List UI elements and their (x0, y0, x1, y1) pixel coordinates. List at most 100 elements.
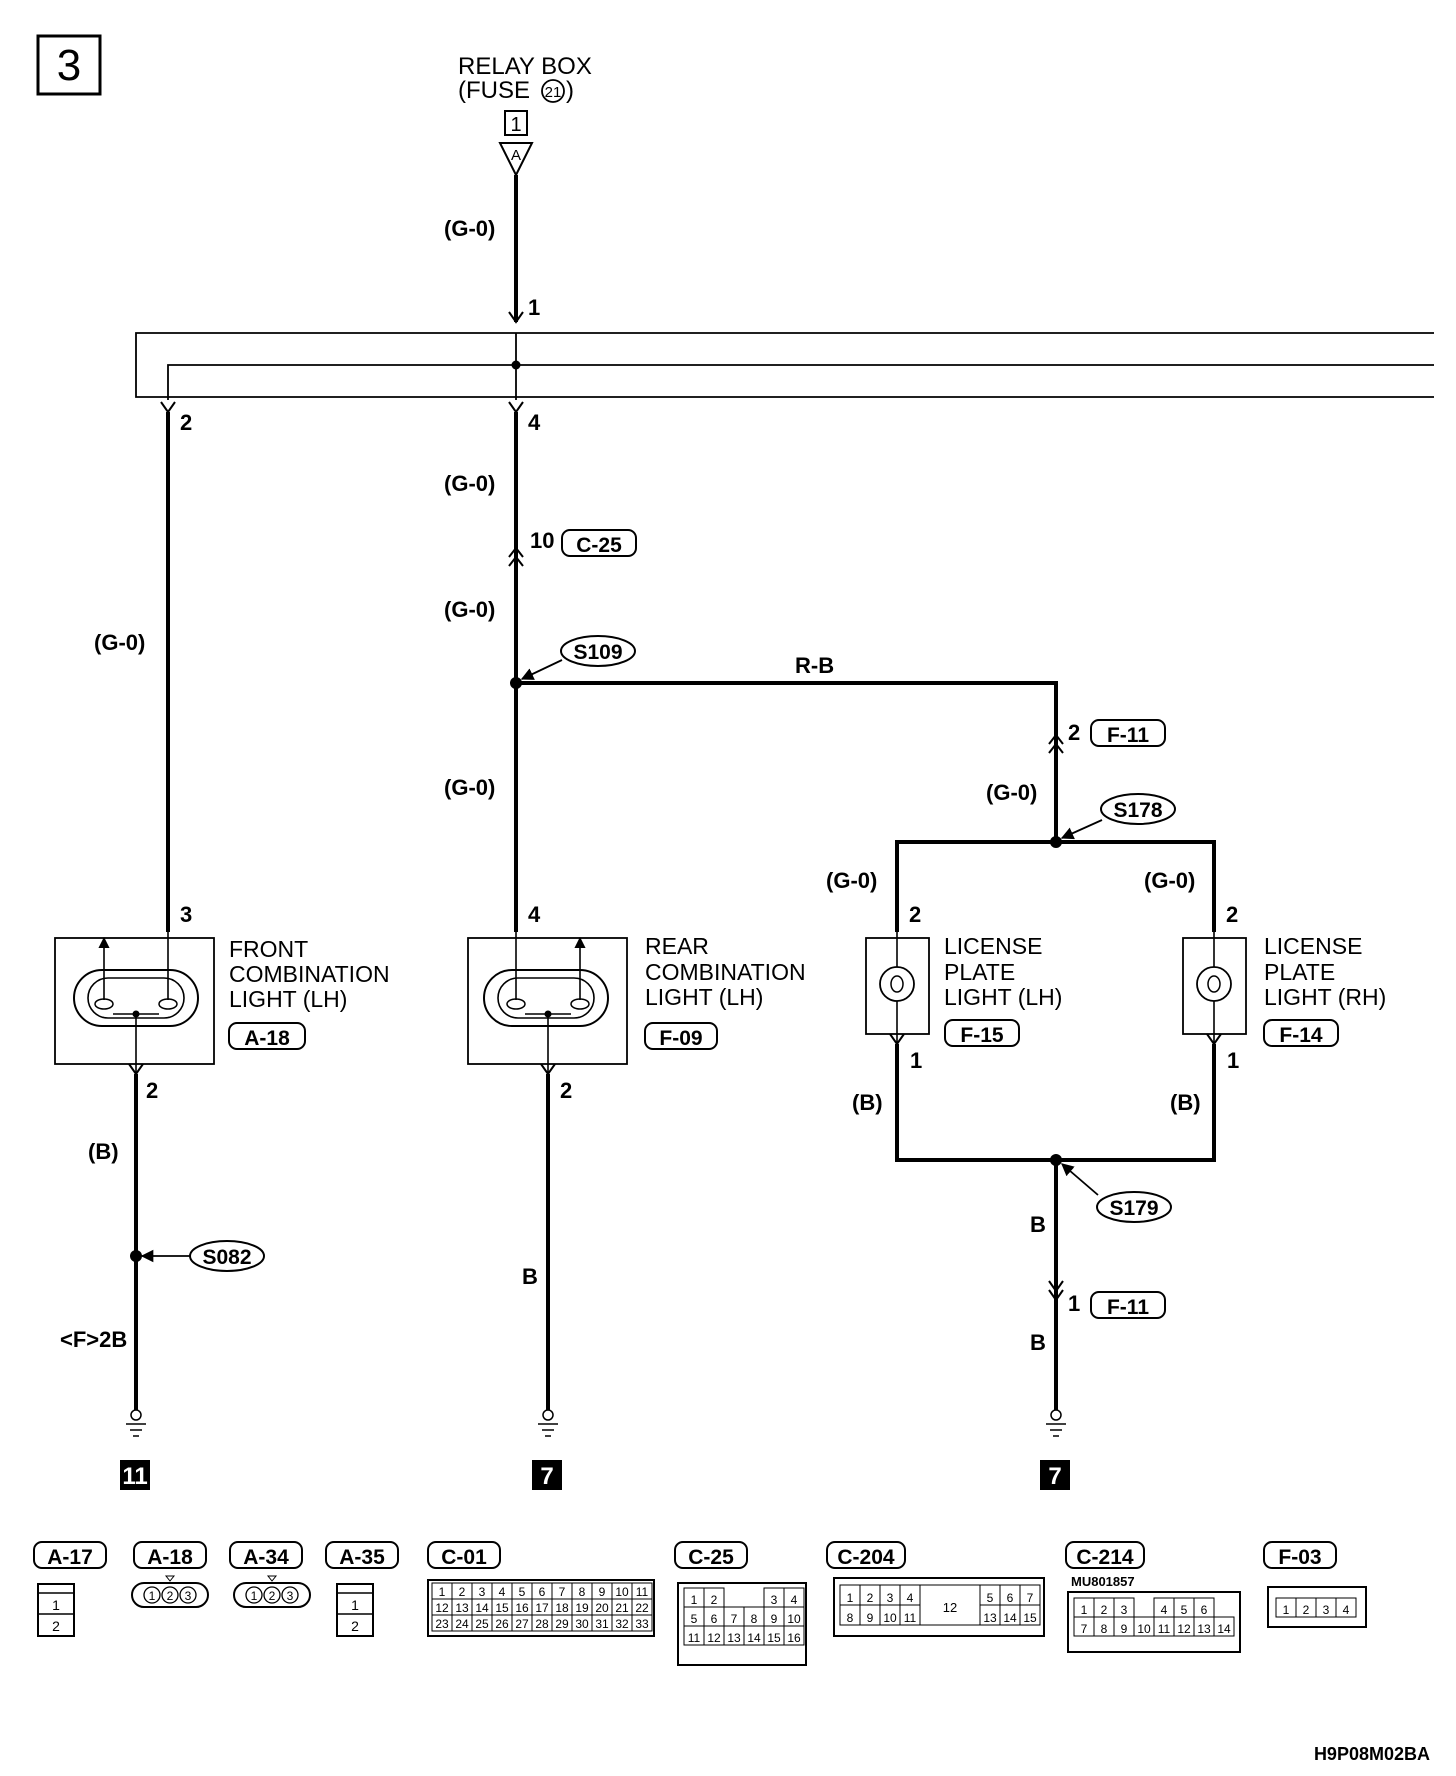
svg-text:11: 11 (904, 1611, 917, 1625)
c25-label: C-25 (576, 534, 622, 557)
front-combination-light-lh: FRONT COMBINATION LIGHT (LH) A-18 (54, 932, 390, 1076)
front-lh-name-2: COMBINATION (229, 961, 390, 987)
svg-text:25: 25 (475, 1617, 489, 1631)
svg-text:3: 3 (287, 1589, 294, 1603)
wire-color-b-plate-rh: (B) (1170, 1090, 1201, 1115)
svg-text:14: 14 (747, 1631, 761, 1645)
plate-lh-pin-out: 1 (910, 1048, 922, 1073)
plate-rh-name-1: LICENSE (1264, 933, 1362, 959)
svg-text:30: 30 (575, 1617, 589, 1631)
ground-number-rear: 7 (540, 1463, 553, 1490)
front-lh-name-3: LIGHT (LH) (229, 986, 347, 1012)
legend-a17-label: A-17 (47, 1546, 93, 1569)
wire-color-g0-plate: (G-0) (986, 780, 1037, 805)
svg-text:16: 16 (787, 1631, 801, 1645)
svg-text:4: 4 (499, 1585, 506, 1599)
ground-symbol-front: 11 (120, 1409, 150, 1490)
fuse-label: (FUSE (458, 77, 530, 104)
front-lh-name-1: FRONT (229, 936, 308, 962)
license-plate-light-rh: LICENSE PLATE LIGHT (RH) F-14 1 (1182, 932, 1386, 1073)
wire-color-g0-left: (G-0) (94, 630, 145, 655)
wire-rear-lh-ground: 2 B (522, 1074, 572, 1410)
svg-text:15: 15 (1023, 1611, 1037, 1625)
svg-text:14: 14 (1003, 1611, 1017, 1625)
relay-box-label: RELAY BOX (458, 53, 592, 80)
fuse-label-close: ) (566, 77, 574, 104)
svg-text:4: 4 (907, 1591, 914, 1605)
svg-text:7: 7 (559, 1585, 566, 1599)
svg-text:27: 27 (515, 1617, 529, 1631)
svg-text:9: 9 (599, 1585, 606, 1599)
svg-text:5: 5 (691, 1612, 698, 1626)
splice-s179: S179 (1109, 1197, 1158, 1220)
f11-bottom-pin: 1 (1068, 1291, 1080, 1316)
legend-a34-face: 1 2 3 (233, 1575, 311, 1608)
plate-lh-code: F-15 (960, 1024, 1004, 1047)
svg-text:1: 1 (251, 1589, 258, 1603)
rear-lh-code: F-09 (659, 1027, 702, 1050)
svg-text:28: 28 (535, 1617, 549, 1631)
legend-a35-label: A-35 (339, 1546, 385, 1569)
svg-text:21: 21 (615, 1601, 629, 1615)
svg-text:2: 2 (167, 1589, 174, 1603)
wire-rear-lh: (G-0) 10 C-25 (G-0) S109 (G-0) 4 (444, 412, 637, 932)
rear-lh-name-3: LIGHT (LH) (645, 984, 763, 1010)
svg-text:1: 1 (439, 1585, 446, 1599)
svg-text:11: 11 (636, 1585, 649, 1599)
svg-text:15: 15 (495, 1601, 509, 1615)
wire-front-lh: (G-0) 3 (94, 412, 192, 932)
legend-a35-face: 1 2 (336, 1583, 374, 1637)
svg-text:20: 20 (595, 1601, 609, 1615)
wire-license-plate-ground: (B) (B) S179 B 1 F-11 B (852, 1044, 1216, 1410)
svg-text:22: 22 (635, 1601, 649, 1615)
plate-rh-name-2: PLATE (1264, 959, 1335, 985)
svg-text:13: 13 (455, 1601, 469, 1615)
legend-c01-label: C-01 (441, 1546, 487, 1569)
rear-lh-pin-out: 2 (560, 1078, 572, 1103)
svg-text:12: 12 (435, 1601, 449, 1615)
svg-text:6: 6 (1201, 1603, 1208, 1617)
svg-text:15: 15 (767, 1631, 781, 1645)
svg-text:13: 13 (1197, 1622, 1211, 1636)
splice-s178: S178 (1113, 799, 1162, 822)
legend-c204-label: C-204 (837, 1546, 895, 1569)
svg-text:14: 14 (1217, 1622, 1231, 1636)
legend-a17-face: 1 2 (37, 1583, 75, 1637)
page-number-box: 3 (36, 34, 102, 96)
plate-rh-pin-in: 2 (1226, 902, 1238, 927)
page-number: 3 (57, 41, 81, 90)
svg-text:8: 8 (579, 1585, 586, 1599)
plate-rh-pin-out: 1 (1227, 1048, 1239, 1073)
f11-bottom-label: F-11 (1107, 1296, 1149, 1319)
rear-lh-name-1: REAR (645, 933, 709, 959)
plate-rh-code: F-14 (1279, 1024, 1323, 1047)
svg-text:10: 10 (615, 1585, 629, 1599)
connector-legend: A-17 1 2 A-18 1 2 3 A-34 (33, 1541, 1367, 1666)
wire-license-plate-feed: R-B 2 F-11 (G-0) S178 (G-0) (G-0) 2 2 (516, 653, 1238, 932)
rear-lh-pin-in: 4 (528, 902, 541, 927)
wire-color-b-plate-lh: (B) (852, 1090, 883, 1115)
svg-text:8: 8 (1101, 1622, 1108, 1636)
svg-text:12: 12 (1177, 1622, 1191, 1636)
legend-c25-label: C-25 (688, 1546, 734, 1569)
rear-combination-light-lh: REAR COMBINATION LIGHT (LH) F-09 (467, 932, 806, 1076)
f11-top-label: F-11 (1107, 724, 1149, 747)
front-lh-pin-in: 3 (180, 902, 192, 927)
ground-number-front: 11 (122, 1463, 147, 1490)
svg-text:19: 19 (575, 1601, 589, 1615)
ground-number-plate: 7 (1048, 1463, 1061, 1490)
svg-text:8: 8 (847, 1611, 854, 1625)
wire-color-b-final: B (1030, 1330, 1046, 1355)
svg-text:10: 10 (787, 1612, 801, 1626)
svg-text:1: 1 (847, 1591, 854, 1605)
wire-color-g0-top: (G-0) (444, 216, 495, 241)
wire-front-lh-ground: 2 (B) S082 <F>2B (60, 1074, 265, 1410)
svg-text:10: 10 (1137, 1622, 1151, 1636)
svg-text:10: 10 (883, 1611, 897, 1625)
junction-block: 2 4 (135, 332, 1434, 435)
legend-a34-label: A-34 (243, 1546, 289, 1569)
svg-text:7: 7 (1081, 1622, 1088, 1636)
svg-text:3: 3 (479, 1585, 486, 1599)
